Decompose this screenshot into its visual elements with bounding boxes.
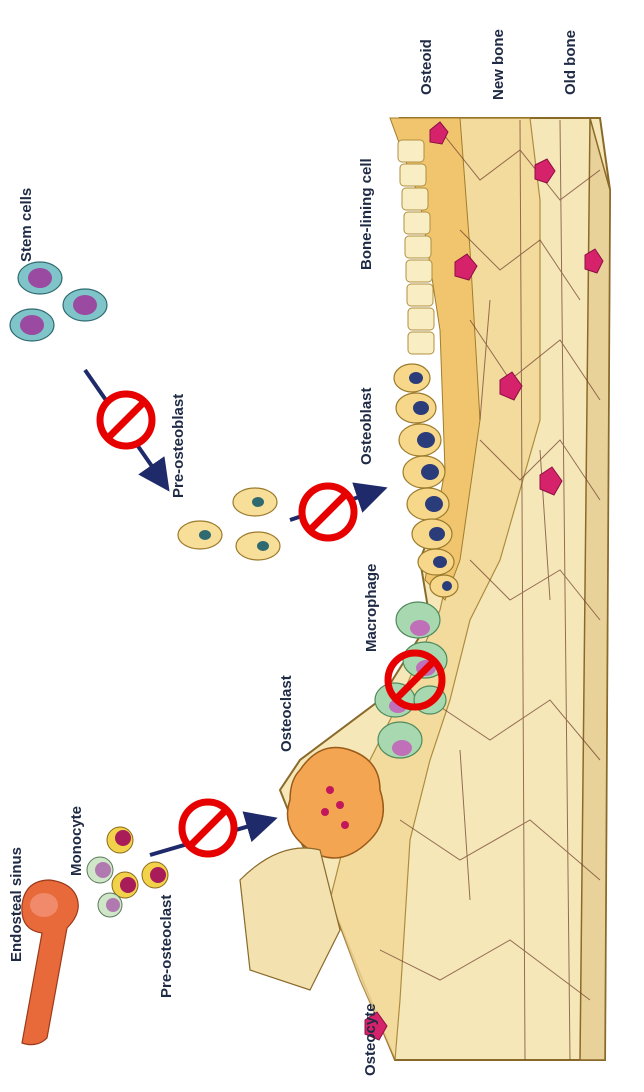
label-osteoclast: Osteoclast [278, 675, 295, 752]
label-old-bone: Old bone [562, 30, 579, 95]
label-new-bone: New bone [490, 29, 507, 100]
label-macrophage: Macrophage [363, 564, 380, 652]
block-sign-monocyte [182, 802, 234, 854]
label-endosteal-sinus: Endosteal sinus [8, 847, 25, 962]
label-pre-osteoclast: Pre-osteoclast [158, 895, 175, 998]
monocyte-cells [87, 827, 168, 917]
block-sign-stem [100, 394, 152, 446]
label-pre-osteoblast: Pre-osteoblast [170, 394, 187, 498]
lower-bone-chunk [240, 848, 340, 990]
block-sign-preosteoblast [302, 486, 354, 538]
label-osteoblast: Osteoblast [358, 387, 375, 465]
endosteal-sinus [22, 880, 78, 1045]
label-stem-cells: Stem cells [18, 188, 35, 262]
label-bone-lining-cell: Bone-lining cell [358, 158, 375, 270]
label-osteocyte: Osteocyte [362, 1003, 379, 1076]
bone-block [240, 118, 610, 1060]
label-monocyte: Monocyte [68, 806, 85, 876]
pre-osteoblast-cells [178, 488, 280, 560]
label-osteoid: Osteoid [418, 39, 435, 95]
stem-cells [10, 262, 107, 341]
